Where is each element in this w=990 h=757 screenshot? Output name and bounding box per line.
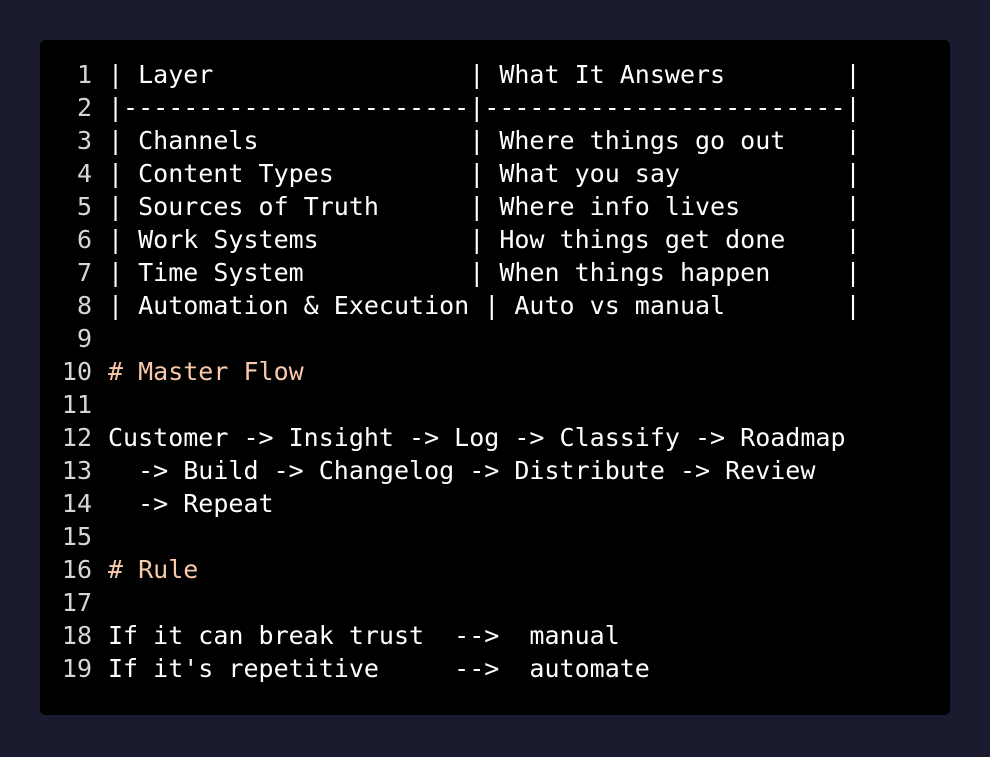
line-number: 13	[61, 456, 92, 485]
code-line-text: -> Build -> Changelog -> Distribute -> R…	[108, 456, 816, 485]
code-block[interactable]: 1 | Layer | What It Answers | 2 |----------…	[40, 40, 950, 715]
line-number: 4	[76, 159, 92, 188]
code-line[interactable]: 7 | Time System | When things happen |	[40, 256, 950, 289]
line-number: 16	[61, 555, 92, 584]
code-line-text: # Master Flow	[108, 357, 304, 386]
code-line[interactable]: 15	[40, 520, 950, 553]
line-number: 8	[76, 291, 92, 320]
line-number: 3	[76, 126, 92, 155]
code-line[interactable]: 3 | Channels | Where things go out |	[40, 124, 950, 157]
line-number: 5	[76, 192, 92, 221]
line-number: 11	[61, 390, 92, 419]
code-line[interactable]: 6 | Work Systems | How things get done |	[40, 223, 950, 256]
code-lines-container: 1 | Layer | What It Answers | 2 |----------…	[40, 58, 950, 685]
code-line-text: | Sources of Truth | Where info lives |	[108, 192, 861, 221]
line-number: 17	[61, 588, 92, 617]
code-line[interactable]: 10 # Master Flow	[40, 355, 950, 388]
line-number: 18	[61, 621, 92, 650]
code-line[interactable]: 4 | Content Types | What you say |	[40, 157, 950, 190]
line-number: 15	[61, 522, 92, 551]
code-line[interactable]: 12 Customer -> Insight -> Log -> Classify…	[40, 421, 950, 454]
code-line[interactable]: 9	[40, 322, 950, 355]
code-line[interactable]: 11	[40, 388, 950, 421]
code-line-text: | Layer | What It Answers |	[108, 60, 861, 89]
line-number: 7	[76, 258, 92, 287]
line-number: 9	[76, 324, 92, 353]
code-line-text: | Time System | When things happen |	[108, 258, 861, 287]
line-number: 6	[76, 225, 92, 254]
code-line-text: | Content Types | What you say |	[108, 159, 861, 188]
code-line[interactable]: 2 |-----------------------|--------------…	[40, 91, 950, 124]
code-line[interactable]: 1 | Layer | What It Answers |	[40, 58, 950, 91]
code-line-text: | Channels | Where things go out |	[108, 126, 861, 155]
code-line[interactable]: 16 # Rule	[40, 553, 950, 586]
line-number: 14	[61, 489, 92, 518]
code-line-text: -> Repeat	[108, 489, 274, 518]
line-number: 12	[61, 423, 92, 452]
code-line-text: |-----------------------|---------------…	[108, 93, 861, 122]
code-line-text: | Work Systems | How things get done |	[108, 225, 861, 254]
code-line[interactable]: 18 If it can break trust --> manual	[40, 619, 950, 652]
code-line[interactable]: 5 | Sources of Truth | Where info lives |	[40, 190, 950, 223]
line-number: 1	[76, 60, 92, 89]
code-line-text: # Rule	[108, 555, 199, 584]
line-number: 10	[61, 357, 92, 386]
code-line[interactable]: 13 -> Build -> Changelog -> Distribute -…	[40, 454, 950, 487]
line-number: 19	[61, 654, 92, 683]
line-number: 2	[76, 93, 92, 122]
code-line-text: | Automation & Execution | Auto vs manua…	[108, 291, 861, 320]
code-line-text: If it's repetitive --> automate	[108, 654, 650, 683]
code-line[interactable]: 19 If it's repetitive --> automate	[40, 652, 950, 685]
code-line[interactable]: 17	[40, 586, 950, 619]
code-line[interactable]: 14 -> Repeat	[40, 487, 950, 520]
code-line-text: Customer -> Insight -> Log -> Classify -…	[108, 423, 846, 452]
code-line[interactable]: 8 | Automation & Execution | Auto vs manu…	[40, 289, 950, 322]
code-line-text: If it can break trust --> manual	[108, 621, 620, 650]
